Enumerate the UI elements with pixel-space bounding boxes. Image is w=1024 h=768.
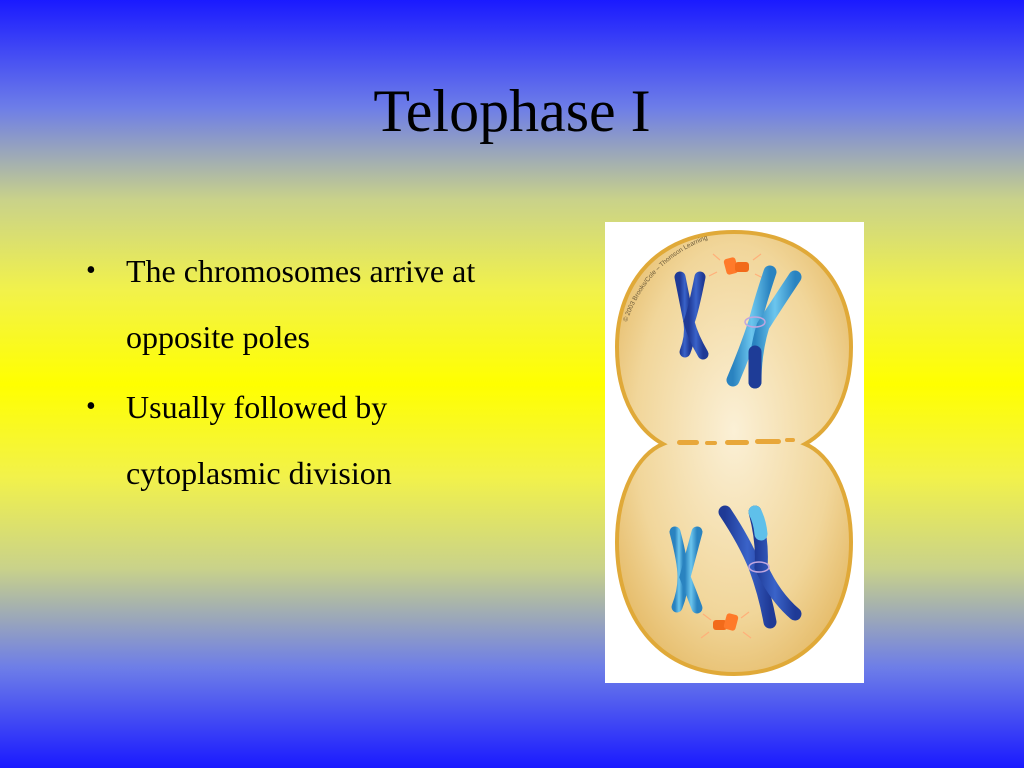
bullet-glyph: • bbox=[86, 391, 96, 422]
bullet-text: The chromosomes arrive at opposite poles bbox=[126, 253, 476, 355]
cell-plate bbox=[677, 438, 795, 445]
dividing-cell-illustration: © 2003 Brooks/Cole – Thomson Learning bbox=[614, 229, 854, 677]
chromosome-icon bbox=[726, 265, 802, 389]
bullet-item: • The chromosomes arrive at opposite pol… bbox=[86, 238, 486, 370]
chromosome-icon bbox=[718, 505, 802, 629]
cell-membrane bbox=[614, 229, 854, 677]
centriole-icon bbox=[700, 611, 752, 639]
centriole-icon bbox=[708, 253, 764, 279]
bullet-list: • The chromosomes arrive at opposite pol… bbox=[86, 238, 486, 510]
chromosome-icon bbox=[674, 271, 709, 360]
slide-title: Telophase I bbox=[373, 78, 651, 144]
chromosome-icon bbox=[669, 526, 703, 614]
telophase-figure: © 2003 Brooks/Cole – Thomson Learning bbox=[605, 222, 864, 683]
bullet-glyph: • bbox=[86, 255, 96, 286]
bullet-item: • Usually followed by cytoplasmic divisi… bbox=[86, 374, 486, 506]
bullet-text: Usually followed by cytoplasmic division bbox=[126, 389, 392, 491]
